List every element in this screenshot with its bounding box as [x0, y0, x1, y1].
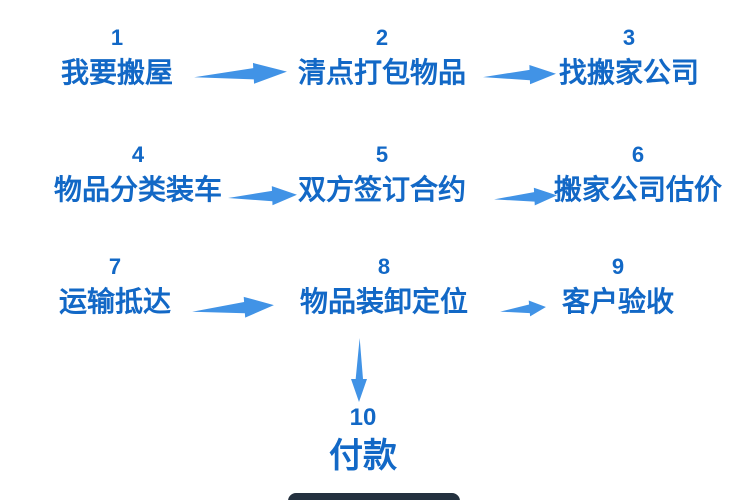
step-8-label: 物品装卸定位: [299, 286, 468, 317]
step-6-label: 搬家公司估价: [553, 174, 722, 205]
step-3-label: 找搬家公司: [558, 57, 699, 88]
step-5-node: 5 双方签订合约: [262, 144, 502, 204]
step-1-node: 1 我要搬屋: [0, 27, 237, 87]
step-2-node: 2 清点打包物品: [262, 27, 502, 87]
arrow-right-icon: [191, 292, 275, 324]
step-3-node: 3 找搬家公司: [509, 27, 749, 87]
arrow-right-icon: [193, 59, 287, 90]
step-4-node: 4 物品分类装车: [18, 144, 258, 204]
step-6-number: 6: [631, 142, 645, 167]
step-8-node: 8 物品装卸定位: [264, 256, 504, 316]
step-4-label: 物品分类装车: [53, 174, 222, 205]
arrow-down-icon: [349, 338, 369, 402]
step-3-number: 3: [622, 25, 636, 50]
step-9-label: 客户验收: [561, 286, 674, 317]
step-1-number: 1: [110, 25, 124, 50]
step-8-number: 8: [377, 254, 391, 279]
step-10-label: 付款: [329, 437, 397, 475]
step-7-label: 运输抵达: [58, 286, 171, 317]
step-7-node: 7 运输抵达: [0, 256, 235, 316]
step-6-node: 6 搬家公司估价: [518, 144, 750, 204]
step-9-number: 9: [611, 254, 625, 279]
step-5-label: 双方签订合约: [297, 174, 466, 205]
arrow-right-icon: [228, 183, 298, 209]
step-9-node: 9 客户验收: [498, 256, 738, 316]
arrow-right-icon: [493, 184, 557, 209]
step-2-label: 清点打包物品: [297, 57, 466, 88]
step-10-number: 10: [349, 404, 377, 431]
arrow-right-icon: [499, 297, 547, 321]
step-10-node: 10 付款: [243, 404, 483, 475]
step-4-number: 4: [131, 142, 145, 167]
step-1-label: 我要搬屋: [60, 57, 173, 88]
arrow-right-icon: [483, 62, 557, 89]
step-5-number: 5: [375, 142, 389, 167]
bottom-cropped-bar: [288, 493, 460, 500]
step-7-number: 7: [108, 254, 122, 279]
step-2-number: 2: [375, 25, 389, 50]
